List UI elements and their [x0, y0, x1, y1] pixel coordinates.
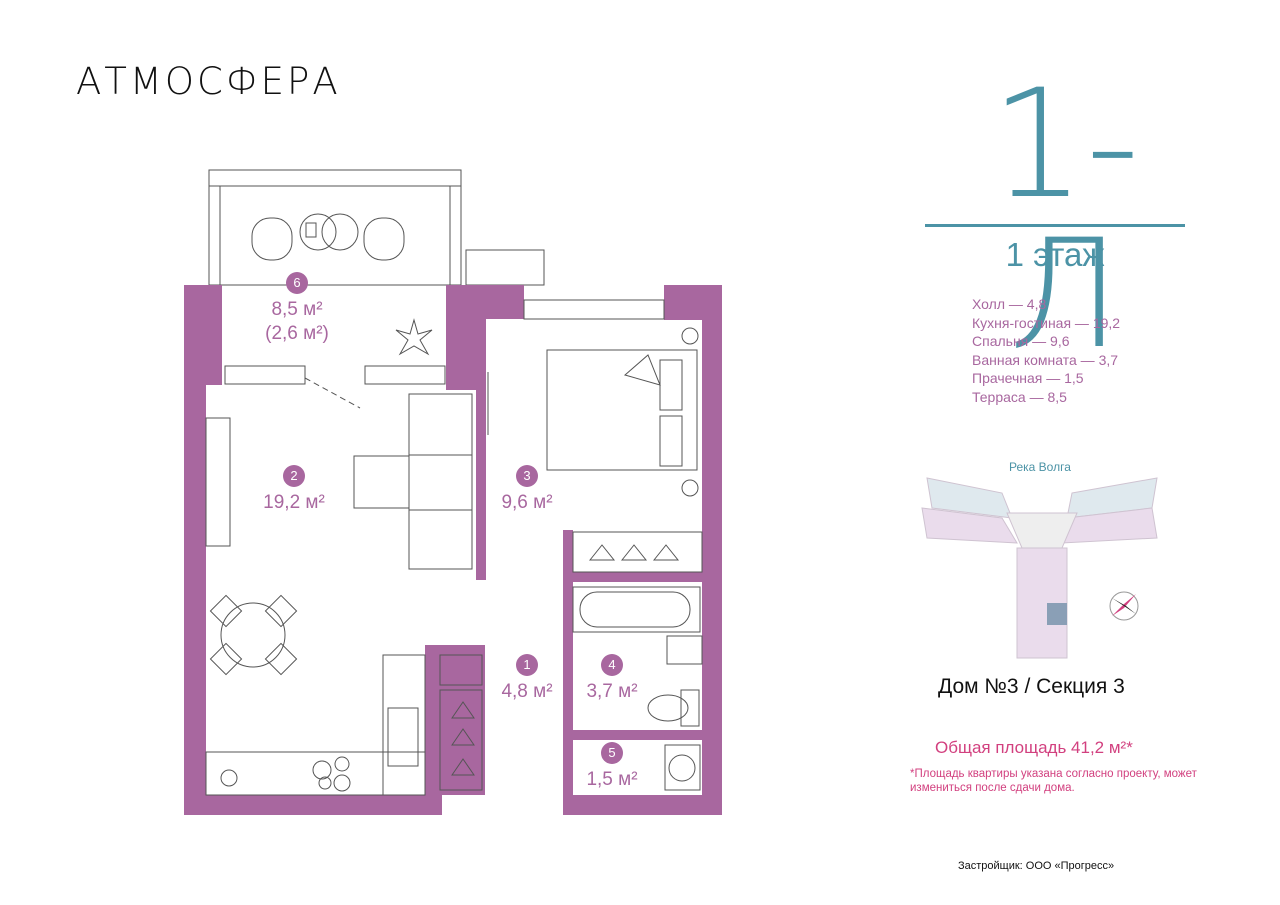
total-area: Общая площадь 41,2 м²* — [935, 738, 1133, 757]
dining-table — [220, 602, 286, 668]
room-label-bath: 4 3,7 м² — [552, 654, 672, 704]
room-list: Холл — 4,8 Кухня-гостиная — 19,2 Спальня… — [972, 295, 1120, 406]
room-label-living: 2 19,2 м² — [234, 465, 354, 515]
armchair-icon-right — [363, 217, 405, 261]
room-label-bedroom: 3 9,6 м² — [467, 465, 587, 515]
room-label-laundry: 5 1,5 м² — [552, 742, 672, 792]
developer-credit: Застройщик: ООО «Прогресс» — [958, 860, 1115, 872]
room-label-hall: 1 4,8 м² — [467, 654, 587, 704]
brand-logo: АТМОСФЕРА — [76, 60, 341, 103]
floor-plan — [184, 169, 722, 815]
terrace-railing — [208, 169, 462, 286]
bed-icon — [546, 349, 698, 471]
compass-icon — [1109, 591, 1139, 621]
building-minimap — [921, 477, 1158, 659]
house-section: Дом №3 / Секция 3 — [938, 675, 1125, 698]
plant-icon — [395, 318, 433, 356]
room-list-item: Спальня — 9,6 — [972, 333, 1070, 349]
hanger-icon — [588, 544, 616, 561]
room-list-item: Кухня-гостиная — 19,2 — [972, 314, 1121, 331]
minimap-river-label: Река Волга — [1009, 460, 1071, 474]
unit-type-title: 1-Л — [990, 58, 1140, 382]
stove-icon — [312, 760, 332, 780]
title-divider — [925, 224, 1185, 227]
room-list-item: Прачечная — 1,5 — [972, 370, 1084, 386]
room-list-item: Ванная комната — 3,7 — [972, 351, 1119, 368]
walls — [184, 285, 722, 815]
room-list-item: Терраса — 8,5 — [972, 388, 1067, 405]
floor-label: 1 этаж — [1005, 236, 1105, 273]
area-footnote: *Площадь квартиры указана согласно проек… — [910, 768, 1197, 794]
sofa-icon — [408, 393, 473, 570]
room-list-item: Холл — 4,8 — [972, 296, 1047, 312]
room-label-terrace: 6 8,5 м² (2,6 м²) — [237, 272, 357, 346]
armchair-icon-left — [251, 217, 293, 261]
